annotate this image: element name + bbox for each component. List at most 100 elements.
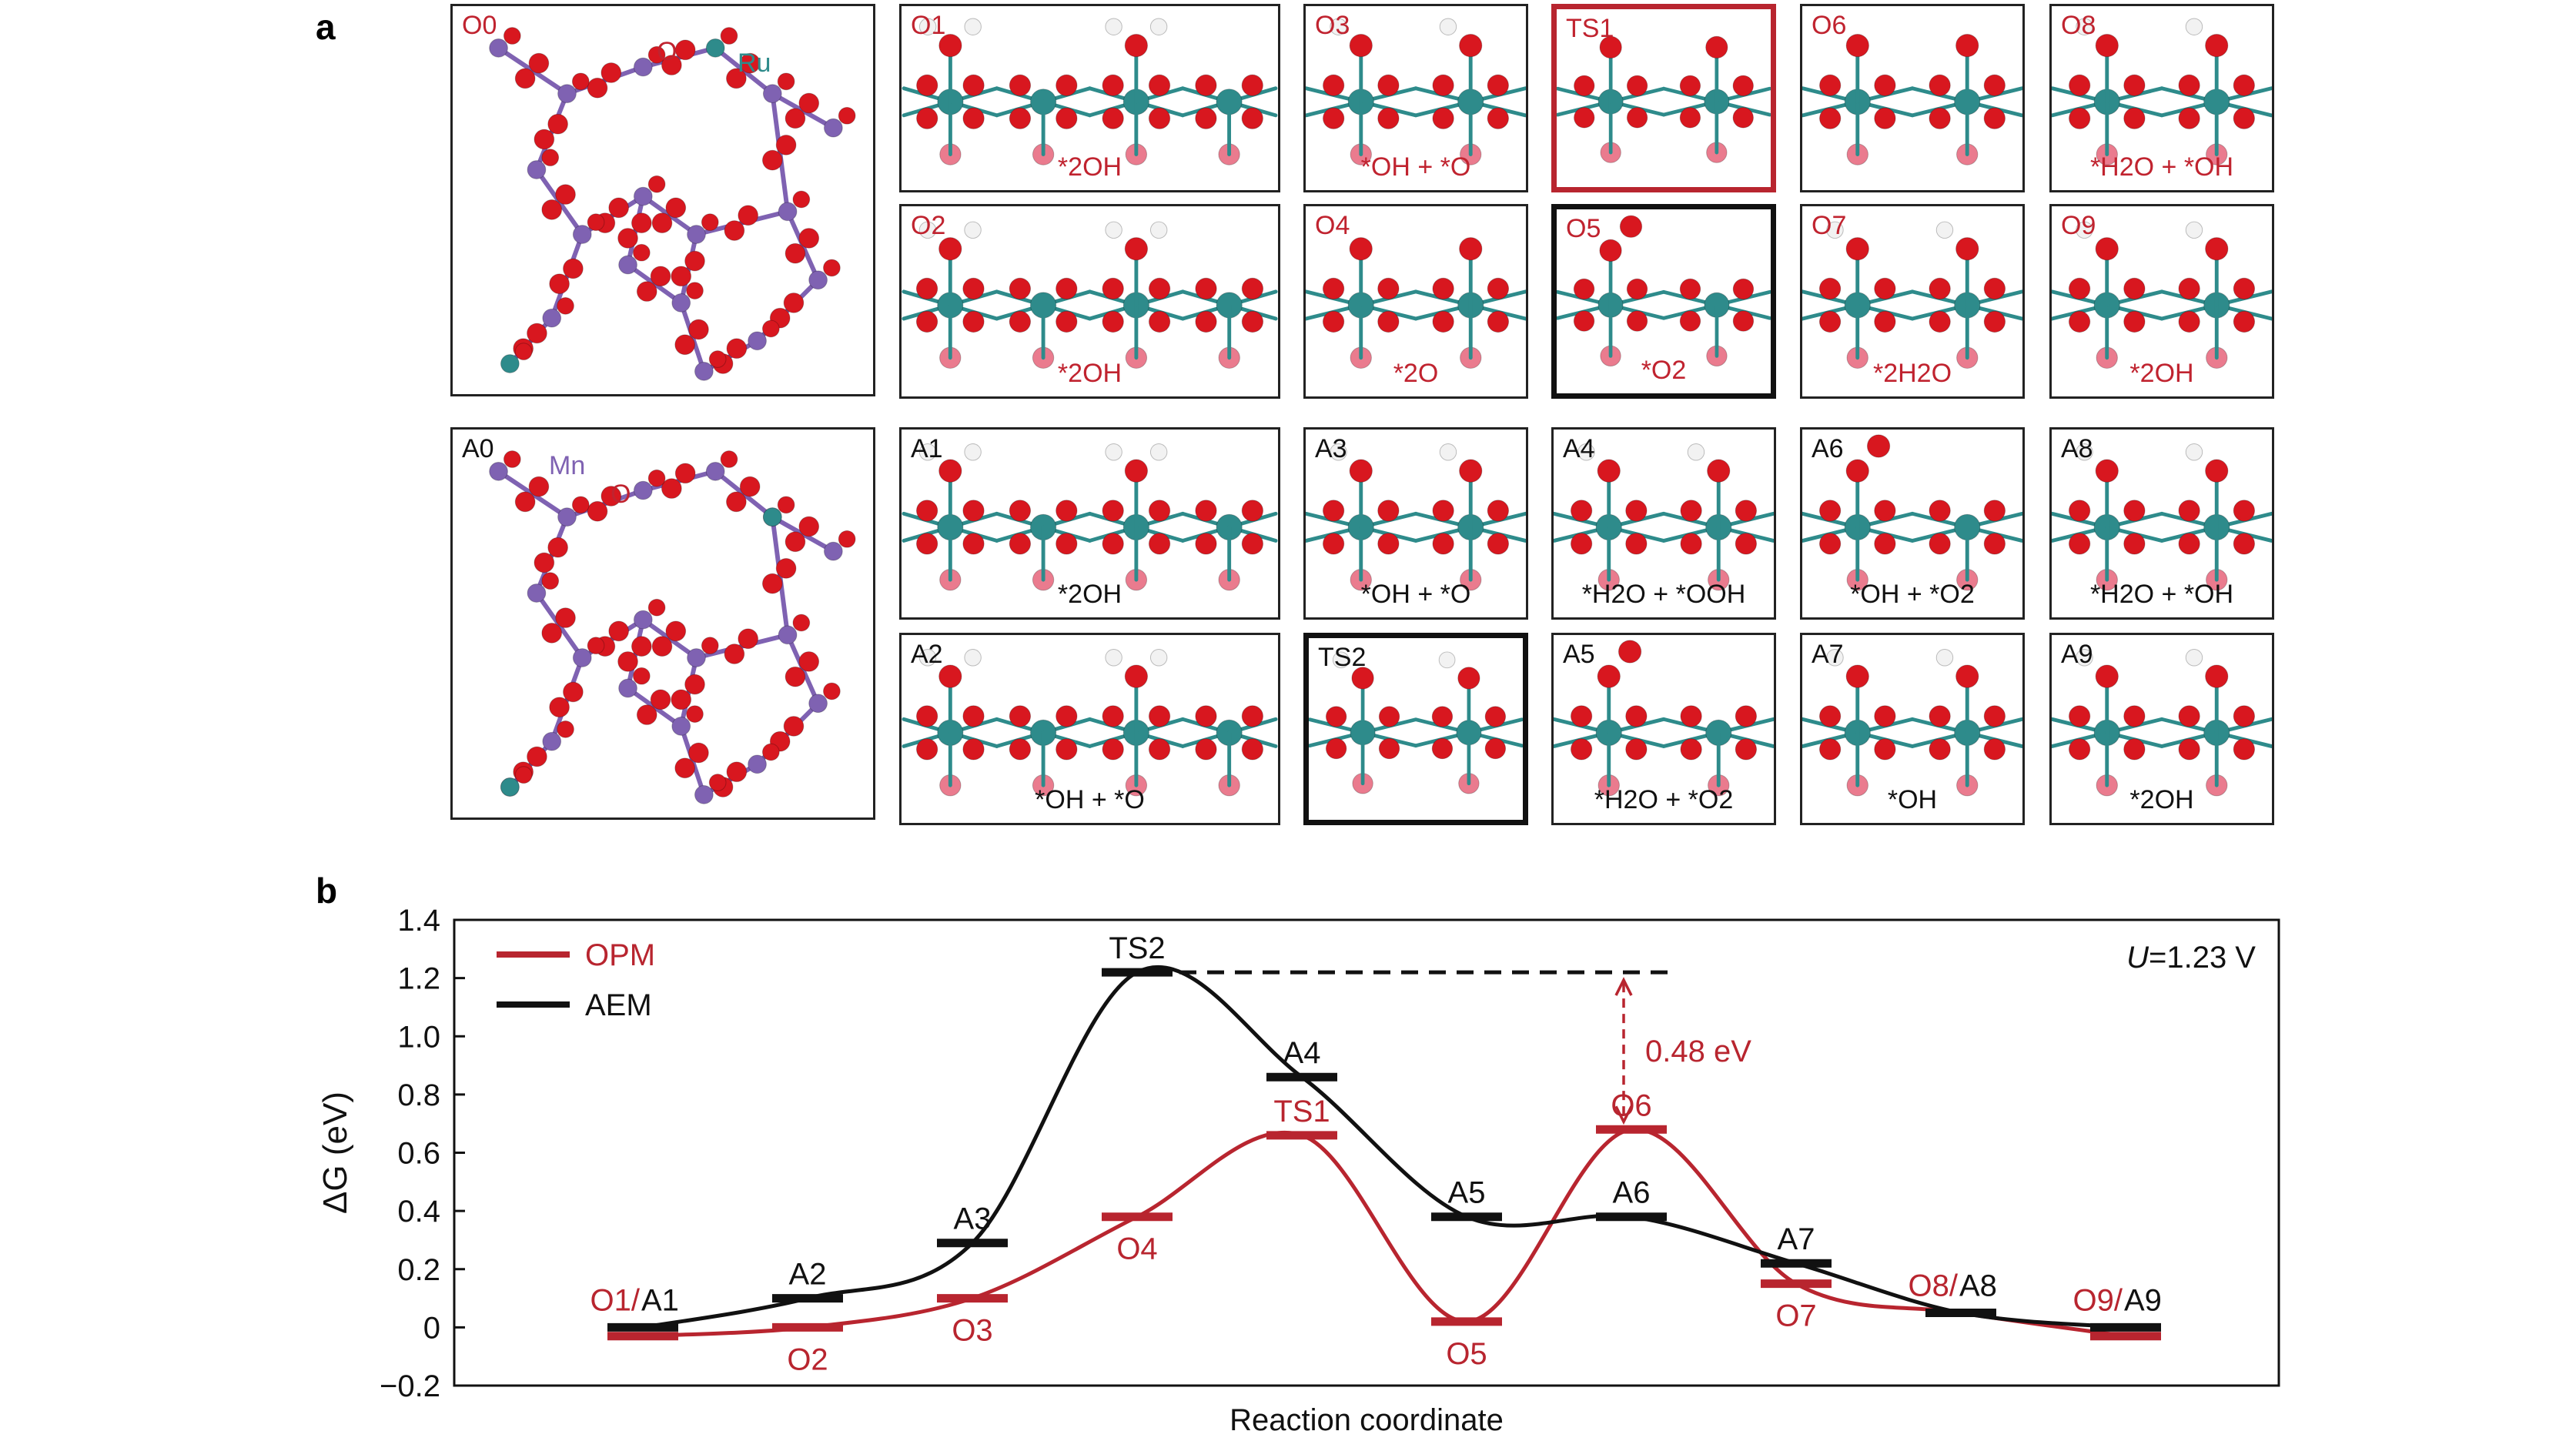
o-atom (838, 106, 856, 125)
o-atom (962, 277, 985, 300)
o-atom (1148, 310, 1171, 333)
o-atom (647, 598, 666, 617)
o-atom (777, 72, 795, 91)
o-atom (2178, 738, 2200, 761)
o-atom (1323, 107, 1345, 129)
y-tick-label: 0.8 (397, 1078, 440, 1112)
ads-o-atom (1619, 215, 1643, 238)
ads-o-atom (1597, 459, 1621, 483)
structure-drawing (902, 443, 1278, 591)
structure-caption: *2OH (2129, 785, 2194, 814)
metal-atom (671, 717, 691, 736)
free-energy-chart: −0.200.20.40.60.81.01.21.4ΔG (eV)Reactio… (316, 904, 2280, 1431)
o-atom (1626, 310, 1648, 332)
o-atom (650, 689, 671, 710)
h-atom (1105, 443, 1122, 461)
metal-atom (633, 186, 653, 206)
structure-drawing (1306, 443, 1526, 591)
o-atom (1055, 107, 1078, 129)
ads-o-atom (1845, 459, 1869, 483)
o-atom (661, 478, 682, 499)
structure-a4: A4*H2O + *OOH (1551, 427, 1776, 620)
o-atom (1432, 277, 1454, 300)
o-atom (1431, 706, 1454, 727)
o-atom (1819, 107, 1842, 129)
metal-atom (778, 202, 798, 222)
y-tick-label: 1.2 (397, 962, 440, 996)
o-atom (1432, 107, 1454, 129)
o-atom (1241, 533, 1264, 555)
ads-o-atom (2205, 237, 2229, 261)
o-atom (601, 486, 622, 507)
ads-o-atom (1124, 33, 1148, 58)
arrow-head-up (1614, 977, 1633, 996)
ads-o-atom (1459, 459, 1483, 483)
o-atom (1325, 706, 1347, 727)
structure-caption: *H2O + *OH (2089, 152, 2234, 182)
structure-drawing (2052, 649, 2272, 797)
h-atom (1826, 221, 1844, 239)
state-label-a3: A3 (954, 1202, 992, 1236)
o-atom (1241, 74, 1263, 96)
o-atom (1679, 278, 1701, 300)
structure-label: A3 (1315, 434, 1347, 463)
a0-o-label: O (611, 480, 631, 509)
o-atom (785, 242, 806, 264)
structure-label: A6 (1812, 434, 1844, 463)
o-atom (761, 149, 783, 171)
o-atom (1818, 533, 1842, 555)
o-atom (915, 533, 938, 555)
metal-atom (489, 462, 508, 481)
h-atom (1935, 221, 1954, 239)
o-atom (1241, 277, 1264, 300)
metal-atom (527, 160, 547, 179)
o-atom (2178, 533, 2200, 555)
ads-o-atom (2095, 237, 2119, 261)
state-label-a6: A6 (1613, 1176, 1651, 1210)
o-atom (775, 558, 797, 579)
o-atom (1929, 738, 1951, 761)
h-atom (1330, 18, 1347, 35)
ads-o-atom (1457, 667, 1480, 690)
o-atom (617, 651, 638, 672)
state-label-o6: O6 (1611, 1088, 1651, 1122)
structure-label: O6 (1812, 11, 1847, 40)
curves (642, 965, 2126, 1339)
o-atom (2068, 310, 2091, 333)
metal-atom (694, 785, 714, 804)
o-atom (1680, 705, 1702, 727)
o-atom (726, 761, 748, 783)
o-atom (785, 531, 806, 553)
structure-a5: A5*H2O + *O2 (1551, 633, 1776, 825)
structure-label: A9 (2061, 640, 2093, 669)
o-atom (2233, 74, 2255, 96)
state-label-ts1: TS1 (1273, 1095, 1330, 1128)
structure-drawing (1554, 640, 1774, 797)
h-atom (1826, 649, 1844, 667)
o-atom (1929, 500, 1951, 522)
o-atom (1432, 310, 1454, 333)
o-atom (647, 45, 666, 64)
h-atom (1149, 221, 1168, 239)
o-atom (2178, 705, 2200, 727)
o-atom (2068, 500, 2091, 522)
o-atom (720, 450, 738, 468)
o-atom (674, 463, 696, 484)
o-atom (2123, 500, 2146, 522)
metal-atom (808, 270, 828, 290)
state-label-o4: O4 (1116, 1232, 1157, 1266)
o-atom (527, 323, 547, 344)
ads-o-atom (1707, 459, 1731, 483)
o-atom (1055, 533, 1078, 555)
o-atom (1148, 277, 1171, 300)
o-atom (2233, 738, 2256, 761)
o-atom (1818, 310, 1842, 333)
o-atom (1626, 75, 1648, 97)
o-atom (761, 743, 780, 761)
o-atom (541, 623, 563, 644)
ads-o-atom (1349, 237, 1373, 261)
o-atom (1102, 74, 1124, 96)
o-atom (1487, 277, 1510, 300)
structure-caption: *2OH (2129, 359, 2194, 388)
